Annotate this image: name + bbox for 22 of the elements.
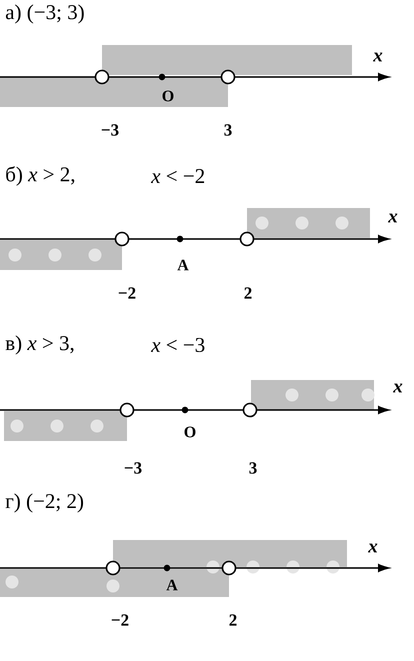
- tick-label: −3: [124, 462, 142, 474]
- axis-label: x: [368, 544, 378, 552]
- tick-label: 2: [244, 287, 252, 299]
- tick-label: 3: [224, 124, 232, 136]
- point-label: A: [177, 260, 189, 270]
- heading: x < −3: [150, 338, 204, 352]
- point-label: A: [166, 580, 178, 590]
- tick-label: −2: [112, 614, 128, 626]
- tick-label: −3: [102, 124, 119, 136]
- tick-label: −2: [118, 287, 136, 299]
- tick-label: 2: [229, 614, 236, 626]
- heading: в) x > 3,: [6, 335, 74, 355]
- point-label: O: [184, 426, 196, 438]
- heading: г) (−2; 2): [6, 493, 84, 513]
- heading: а) (−3; 3): [6, 4, 84, 24]
- axis-label: x: [393, 384, 402, 392]
- heading: x < −2: [150, 169, 204, 183]
- axis-label: x: [388, 214, 398, 222]
- heading: б) x > 2,: [6, 166, 74, 186]
- point-label: O: [162, 90, 174, 102]
- axis-label: x: [373, 52, 382, 62]
- tick-label: 3: [249, 462, 257, 474]
